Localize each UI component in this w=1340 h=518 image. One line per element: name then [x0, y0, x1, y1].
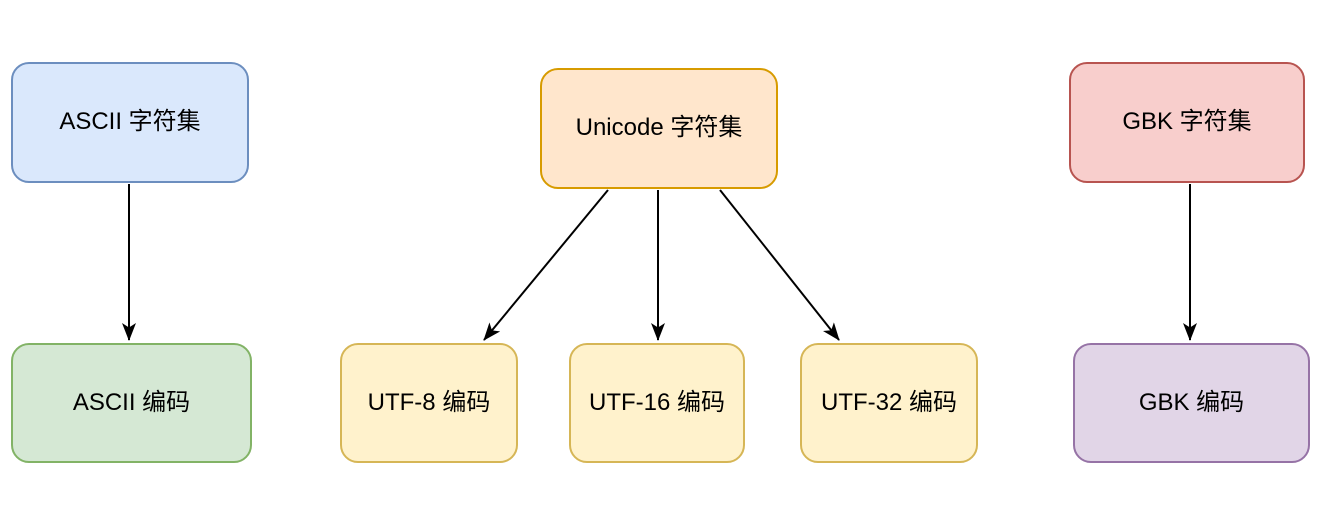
node-utf32-encoding: UTF-32 编码: [800, 343, 978, 463]
node-utf8-encoding: UTF-8 编码: [340, 343, 518, 463]
node-label-gbk-encoding: GBK 编码: [1138, 388, 1245, 416]
node-ascii-charset: ASCII 字符集: [11, 62, 249, 183]
node-label-utf8-encoding: UTF-8 编码: [367, 388, 491, 416]
node-ascii-encoding: ASCII 编码: [11, 343, 252, 463]
node-gbk-charset: GBK 字符集: [1069, 62, 1305, 183]
node-label-ascii-charset: ASCII 字符集: [59, 108, 201, 136]
arrow-unicode-to-utf8: [483, 189, 609, 341]
node-label-unicode-charset: Unicode 字符集: [575, 114, 743, 142]
node-unicode-charset: Unicode 字符集: [540, 68, 778, 189]
arrow-unicode-to-utf32: [719, 189, 840, 341]
node-gbk-encoding: GBK 编码: [1073, 343, 1310, 463]
node-utf16-encoding: UTF-16 编码: [569, 343, 745, 463]
node-label-utf32-encoding: UTF-32 编码: [820, 388, 957, 416]
node-label-gbk-charset: GBK 字符集: [1122, 108, 1252, 136]
node-label-ascii-encoding: ASCII 编码: [72, 388, 191, 416]
node-label-utf16-encoding: UTF-16 编码: [588, 388, 725, 416]
